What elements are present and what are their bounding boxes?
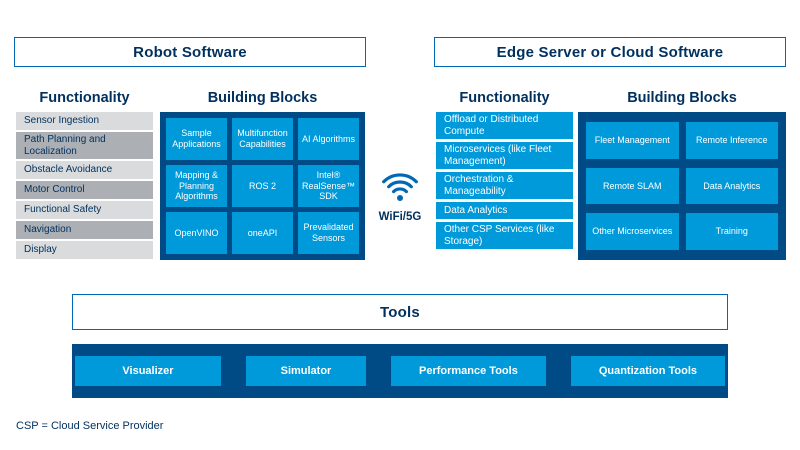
building-block: Prevalidated Sensors [298,212,359,254]
robot-functionality-list: Sensor Ingestion Path Planning and Local… [16,112,153,259]
edge-building-blocks-panel: Fleet Management Remote Inference Remote… [578,112,786,260]
building-block: Mapping & Planning Algorithms [166,165,227,207]
wifi-label: WiFi/5G [378,211,422,223]
edge-building-blocks-heading: Building Blocks [627,90,737,106]
tools-header: Tools [72,294,728,330]
functionality-item: Functional Safety [16,201,153,219]
building-block: Multifunction Capabilities [232,118,293,160]
edge-cloud-title: Edge Server or Cloud Software [496,43,724,61]
tool-item: Visualizer [74,356,221,386]
functionality-item: Orchestration & Manageability [436,172,573,199]
robot-software-header: Robot Software [14,37,366,67]
building-block: Training [685,213,778,250]
building-block: ROS 2 [232,165,293,207]
edge-cloud-header: Edge Server or Cloud Software [434,37,786,67]
robot-software-title: Robot Software [133,43,247,61]
robot-building-blocks-panel: Sample Applications Multifunction Capabi… [160,112,365,260]
robot-building-blocks-heading: Building Blocks [207,90,318,106]
functionality-item: Obstacle Avoidance [16,161,153,179]
functionality-item: Data Analytics [436,202,573,219]
building-block: Remote Inference [685,122,778,159]
building-block: Other Microservices [586,213,679,250]
tool-item: Quantization Tools [570,356,725,386]
building-block: AI Algorithms [298,118,359,160]
robot-functionality-heading: Functionality [39,90,130,106]
functionality-item: Path Planning and Localization [16,132,153,159]
edge-functionality-heading: Functionality [459,90,550,106]
building-block: Sample Applications [166,118,227,160]
wifi-icon [382,173,418,201]
tool-item: Simulator [245,356,366,386]
building-block: Fleet Management [586,122,679,159]
building-block: Intel® RealSense™ SDK [298,165,359,207]
functionality-item: Navigation [16,221,153,239]
functionality-item: Microservices (like Fleet Management) [436,142,573,169]
functionality-item: Sensor Ingestion [16,112,153,130]
building-block: oneAPI [232,212,293,254]
tools-panel: Visualizer Simulator Performance Tools Q… [72,344,728,398]
tools-title: Tools [380,303,420,321]
functionality-item: Other CSP Services (like Storage) [436,222,573,249]
functionality-item: Motor Control [16,181,153,199]
functionality-item: Offload or Distributed Compute [436,112,573,139]
building-block: Remote SLAM [586,167,679,205]
edge-functionality-list: Offload or Distributed Compute Microserv… [436,112,573,249]
building-block: OpenVINO [166,212,227,254]
wifi-connector: WiFi/5G [372,166,428,223]
csp-footnote: CSP = Cloud Service Provider [16,420,164,432]
tool-item: Performance Tools [390,356,546,386]
building-block: Data Analytics [685,167,778,205]
functionality-item: Display [16,241,153,259]
